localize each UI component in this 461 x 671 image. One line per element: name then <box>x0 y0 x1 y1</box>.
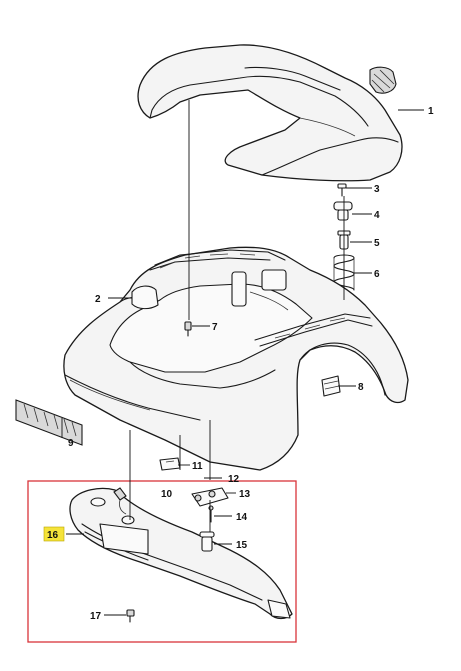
callout-12: 12 <box>228 474 240 485</box>
callout-5: 5 <box>374 238 380 249</box>
highlight-frame <box>27 480 297 643</box>
highlight-label-box <box>43 526 65 542</box>
callout-11: 11 <box>192 461 203 472</box>
callout-6: 6 <box>374 269 380 280</box>
clip-11-part <box>159 457 181 471</box>
callout-7: 7 <box>212 322 218 333</box>
callout-8: 8 <box>358 382 364 393</box>
callout-15: 15 <box>236 540 248 551</box>
callout-3: 3 <box>374 184 380 195</box>
decal-9-part <box>15 399 83 446</box>
cover-badge-icon <box>369 66 397 94</box>
bushing-part <box>333 201 353 221</box>
callout-4: 4 <box>374 210 380 221</box>
front-bumper-part <box>69 487 293 620</box>
callout-10: 10 <box>161 489 173 500</box>
bolt-7-part <box>184 321 192 337</box>
callout-13: 13 <box>239 489 251 500</box>
leader-lines <box>61 109 424 616</box>
callout-16: 16 <box>47 530 59 541</box>
assembly-lines <box>129 100 345 532</box>
screw-part <box>337 183 347 197</box>
callout-1: 1 <box>428 106 434 117</box>
callout-17: 17 <box>90 611 102 622</box>
callout-9: 9 <box>68 438 74 449</box>
sleeve-15-part <box>199 531 215 552</box>
screw-17-part <box>126 609 135 623</box>
callout-2: 2 <box>95 294 101 305</box>
callout-14: 14 <box>236 512 248 523</box>
tab-8-part <box>321 375 341 397</box>
chassis-body-part <box>63 246 409 471</box>
callout-labels: 1 2 3 4 5 6 7 8 9 10 11 12 13 14 15 16 1… <box>43 106 434 622</box>
top-cover-part <box>137 44 403 182</box>
bracket-13-part <box>191 487 229 507</box>
